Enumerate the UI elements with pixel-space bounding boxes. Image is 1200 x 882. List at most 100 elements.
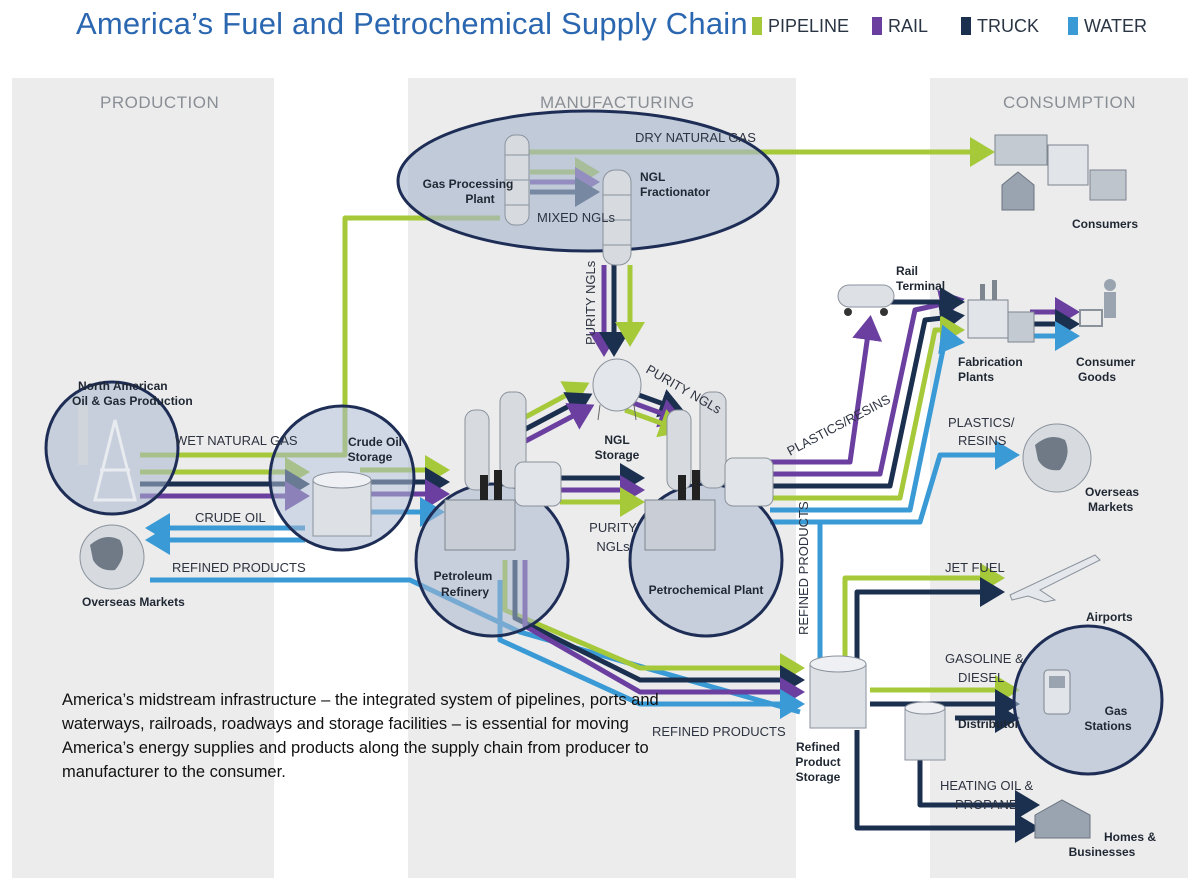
distributor-homes-truck bbox=[917, 760, 1040, 820]
page-title: America’s Fuel and Petrochemical Supply … bbox=[76, 6, 748, 41]
house-icon bbox=[1034, 799, 1091, 839]
ngl-fractionator-label-1: NGL bbox=[640, 170, 665, 184]
rail-swatch bbox=[872, 17, 882, 35]
refined-products-bottom-label: REFINED PRODUCTS bbox=[652, 724, 786, 739]
gas-processing-tower-icon bbox=[504, 134, 530, 226]
ngl-fractionator-label-2: Fractionator bbox=[640, 185, 710, 199]
consumers-buildings-icon bbox=[994, 134, 1127, 211]
legend-water: WATER bbox=[1068, 14, 1147, 38]
gas-pump-icon bbox=[1043, 669, 1071, 715]
legend-rail-label: RAIL bbox=[888, 15, 929, 36]
legend-pipeline: PIPELINE bbox=[752, 14, 849, 38]
consumers-label: Consumers bbox=[1072, 217, 1138, 231]
petroleum-refinery-label-2: Refinery bbox=[441, 585, 489, 599]
water-swatch bbox=[1068, 17, 1078, 35]
jet-fuel-pipeline bbox=[842, 563, 1005, 660]
crude-storage-tank-icon bbox=[312, 471, 372, 537]
refined-storage-tank-icon bbox=[809, 655, 867, 729]
overseas-markets-right-label-1: Overseas bbox=[1085, 485, 1139, 499]
storage-homes-truck bbox=[854, 730, 1040, 843]
distributor-tank-icon bbox=[904, 701, 946, 761]
refined-storage-label-1: Refined bbox=[796, 740, 840, 754]
petroleum-refinery-label-1: Petroleum bbox=[434, 569, 493, 583]
ngl-storage-label-2: Storage bbox=[595, 448, 640, 462]
plastics-resins-right-label-1: PLASTICS/ bbox=[948, 415, 1015, 430]
crude-oil-label: CRUDE OIL bbox=[195, 510, 266, 525]
heating-oil-label-2: PROPANE bbox=[955, 797, 1018, 812]
ngl-storage-label-1: NGL bbox=[604, 433, 629, 447]
legend-truck: TRUCK bbox=[961, 14, 1039, 38]
refined-products-left-label: REFINED PRODUCTS bbox=[172, 560, 306, 575]
plastics-resins-right-label-2: RESINS bbox=[958, 433, 1007, 448]
gasoline-diesel-label-2: DIESEL bbox=[958, 670, 1004, 685]
distributor-label: Distributor bbox=[958, 717, 1020, 731]
refined-storage-label-3: Storage bbox=[796, 770, 841, 784]
refined-products-vertical-label: REFINED PRODUCTS bbox=[796, 501, 811, 635]
rail-terminal-label-1: Rail bbox=[896, 264, 918, 278]
fractionator-tower-icon bbox=[602, 169, 632, 266]
fabrication-plants-icon bbox=[967, 280, 1035, 343]
mixed-ngls-label: MIXED NGLs bbox=[537, 210, 616, 225]
overseas-markets-left-label: Overseas Markets bbox=[82, 595, 185, 609]
legend-truck-label: TRUCK bbox=[977, 15, 1039, 36]
north-american-label-1: North American bbox=[78, 379, 168, 393]
petro-rail-terminal-line bbox=[770, 315, 883, 465]
ref-ngl-truck bbox=[518, 392, 593, 435]
jet-fuel-truck bbox=[854, 577, 1005, 660]
refined-storage-label-2: Product bbox=[795, 755, 840, 769]
rail-tanker-icon bbox=[837, 284, 895, 316]
purity-ngls-vertical-label: PURITY NGLs bbox=[583, 260, 598, 345]
pipeline-swatch bbox=[752, 17, 762, 35]
crude-oil-storage-label-2: Storage bbox=[348, 450, 393, 464]
description-text: America’s midstream infrastructure – the… bbox=[62, 691, 659, 781]
homes-businesses-label-1: Homes & bbox=[1104, 830, 1156, 844]
gas-processing-ellipse bbox=[396, 109, 780, 253]
globe-left-icon bbox=[79, 524, 145, 590]
crude-oil-storage-label-1: Crude Oil bbox=[348, 435, 402, 449]
jet-fuel-label: JET FUEL bbox=[945, 560, 1005, 575]
equipment bbox=[78, 134, 1127, 839]
fabrication-label-1: Fabrication bbox=[958, 355, 1023, 369]
purity-ngls-mid-label-2: NGLs bbox=[596, 539, 630, 554]
truck-swatch bbox=[961, 17, 971, 35]
legend-rail: RAIL bbox=[872, 14, 928, 38]
petro-fab-rail bbox=[770, 289, 965, 477]
legend-water-label: WATER bbox=[1084, 15, 1147, 36]
ref-ngl-pipeline bbox=[518, 381, 590, 423]
zone-consumption-label: CONSUMPTION bbox=[1003, 93, 1136, 112]
petro-fab-water bbox=[770, 324, 965, 513]
rail-terminal-label-2: Terminal bbox=[896, 279, 945, 293]
airports-label: Airports bbox=[1086, 610, 1133, 624]
north-american-label-2: Oil & Gas Production bbox=[72, 394, 193, 408]
oil-derrick-icon bbox=[78, 405, 137, 502]
petrochemical-towers-icon bbox=[644, 391, 774, 551]
homes-businesses-label-2: Businesses bbox=[1069, 845, 1136, 859]
overseas-markets-right-label-2: Markets bbox=[1088, 500, 1134, 514]
refinery-towers-icon bbox=[444, 391, 562, 551]
dry-natural-gas-label: DRY NATURAL GAS bbox=[635, 130, 756, 145]
zone-production-label: PRODUCTION bbox=[100, 93, 219, 112]
gas-stations-circle bbox=[1012, 624, 1164, 776]
petrochemical-plant-label: Petrochemical Plant bbox=[649, 583, 764, 597]
gas-stations-label-1: Gas bbox=[1105, 704, 1128, 718]
consumer-goods-label-1: Consumer bbox=[1076, 355, 1136, 369]
globe-right-icon bbox=[1022, 423, 1092, 493]
heating-oil-label-1: HEATING OIL & bbox=[940, 778, 1034, 793]
gasoline-diesel-label-1: GASOLINE & bbox=[945, 651, 1024, 666]
consumer-goods-label-2: Goods bbox=[1078, 370, 1116, 384]
gas-stations-label-2: Stations bbox=[1084, 719, 1132, 733]
petro-overseas-water bbox=[770, 440, 1020, 525]
plastics-resins-diag-label: PLASTICS/RESINS bbox=[784, 391, 893, 458]
purity-ngls-mid-label-1: PURITY bbox=[589, 520, 637, 535]
zone-manufacturing-label: MANUFACTURING bbox=[540, 93, 695, 112]
legend-pipeline-label: PIPELINE bbox=[768, 15, 850, 36]
wet-natural-gas-label: WET NATURAL GAS bbox=[175, 433, 298, 448]
gas-processing-label-2: Plant bbox=[465, 192, 494, 206]
shopper-cart-icon bbox=[1079, 279, 1116, 327]
fabrication-label-2: Plants bbox=[958, 370, 994, 384]
ref-ngl-rail bbox=[518, 403, 595, 447]
airplane-icon bbox=[1009, 554, 1101, 603]
gas-processing-label-1: Gas Processing bbox=[423, 177, 514, 191]
